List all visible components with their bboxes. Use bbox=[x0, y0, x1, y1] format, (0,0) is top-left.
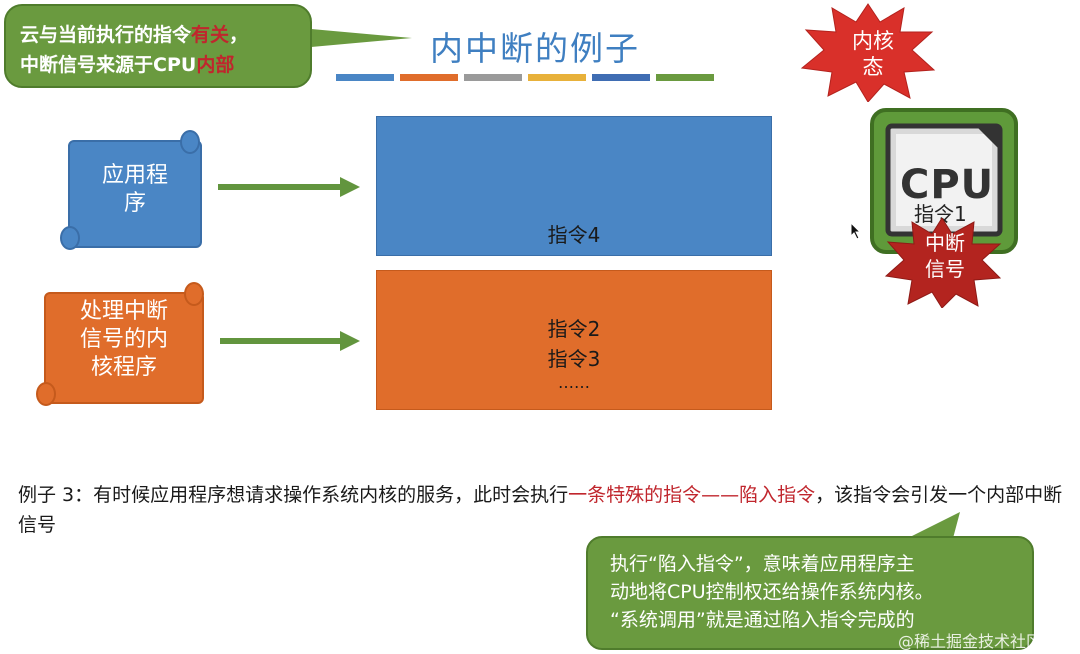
ellipsis: …… bbox=[558, 373, 590, 392]
top-callout-line2: 中断信号来源于CPU内部 bbox=[20, 54, 235, 76]
instruction-4: 指令4 bbox=[547, 223, 601, 247]
app-scroll-line2: 序 bbox=[123, 191, 146, 216]
bottom-callout-line3: “系统调用”就是通过陷入指令完成的 bbox=[610, 609, 915, 631]
handler-scroll-line3: 核程序 bbox=[90, 355, 157, 380]
kernel-mode-label: 内核 态 bbox=[852, 29, 894, 79]
arrow-right-icon bbox=[340, 177, 360, 197]
kernel-mode-burst-icon bbox=[800, 3, 936, 102]
handler-scroll-line1: 处理中断 bbox=[79, 299, 168, 324]
handler-scroll: 处理中断 信号的内 核程序 bbox=[36, 282, 204, 406]
top-callout: 云与当前执行的指令有关， 中断信号来源于CPU内部 bbox=[4, 4, 312, 88]
handler-scroll-line2: 信号的内 bbox=[79, 327, 168, 352]
title-bar-1 bbox=[336, 74, 394, 81]
title-bar-3 bbox=[464, 74, 522, 81]
top-callout-tail bbox=[300, 28, 412, 48]
instruction-3: 指令3 bbox=[547, 347, 601, 371]
watermark: @稀土掘金技术社区 bbox=[898, 632, 1043, 651]
arrow-app-shaft bbox=[218, 184, 342, 190]
bottom-callout-line2: 动地将CPU控制权还给操作系统内核。 bbox=[610, 581, 934, 603]
app-scroll-line1: 应用程 bbox=[101, 163, 168, 188]
title-bar-4 bbox=[528, 74, 586, 81]
cpu-label: CPU bbox=[900, 162, 995, 208]
bottom-callout-tail bbox=[900, 512, 960, 542]
app-scroll: 应用程 序 bbox=[60, 130, 202, 250]
arrow-right-icon bbox=[340, 331, 360, 351]
title-bar-6 bbox=[656, 74, 714, 81]
user-code-block: 指令4 bbox=[376, 116, 772, 256]
slide-title: 内中断的例子 bbox=[430, 29, 640, 68]
cpu-icon bbox=[870, 108, 1018, 254]
kernel-code-block: 指令2 指令3 …… bbox=[376, 270, 772, 410]
arrow-handler-shaft bbox=[220, 338, 342, 344]
title-bar-2 bbox=[400, 74, 458, 81]
bottom-callout: 执行“陷入指令”，意味着应用程序主 动地将CPU控制权还给操作系统内核。 “系统… bbox=[586, 536, 1034, 650]
mouse-cursor-icon bbox=[850, 222, 862, 240]
top-callout-highlight: 有关 bbox=[191, 24, 230, 46]
instruction-2: 指令2 bbox=[547, 317, 601, 341]
bottom-callout-line1: 执行“陷入指令”，意味着应用程序主 bbox=[610, 553, 915, 575]
title-bar-5 bbox=[592, 74, 650, 81]
interrupt-signal-label: 中断 信号 bbox=[925, 231, 965, 281]
example-paragraph: 例子 3：有时候应用程序想请求操作系统内核的服务，此时会执行一条特殊的指令——陷… bbox=[18, 484, 1063, 536]
top-callout-line1: 云与当前执行的指令有关， bbox=[20, 24, 249, 46]
top-callout-highlight2: 内部 bbox=[196, 54, 235, 76]
interrupt-signal-burst-icon bbox=[884, 218, 1002, 308]
trap-instruction-highlight: 一条特殊的指令——陷入指令 bbox=[568, 484, 816, 506]
